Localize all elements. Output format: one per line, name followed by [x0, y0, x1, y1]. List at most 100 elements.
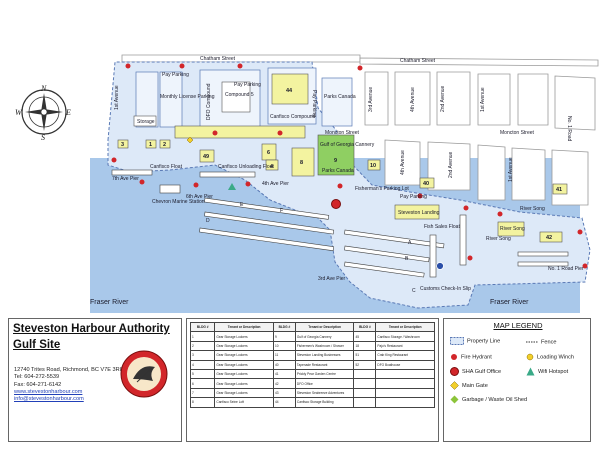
label-storage: Storage — [137, 119, 155, 125]
legend-title: MAP LEGEND — [493, 321, 543, 330]
table-cell — [375, 397, 435, 408]
sha-gulf-office-marker — [331, 199, 341, 209]
table-cell: DFO Office — [294, 378, 355, 389]
table-cell: Gear Storage Lockers — [214, 359, 274, 370]
label-river-song-a: River Song — [500, 226, 525, 232]
table-cell: Gear Storage Lockers — [214, 340, 274, 352]
label-float-f: F — [280, 208, 283, 214]
building-1 — [145, 139, 157, 149]
table-cell: Canfisco Storage Building — [294, 397, 355, 408]
main-gate-marker — [186, 136, 194, 144]
main-gate-icon — [450, 381, 459, 390]
label-canfisco-float: Canfisco Float — [150, 164, 183, 170]
table-cell: 51 — [353, 350, 377, 361]
street-moncton-west: Moncton Street — [325, 130, 360, 136]
table-cell — [353, 387, 377, 399]
table-cell: 5 — [189, 368, 216, 380]
label-fraser-river-east: Fraser River — [490, 299, 529, 306]
map-legend: MAP LEGEND Property Line Fence Fire Hydr… — [443, 318, 591, 442]
table-cell: Gear Storage Lockers — [214, 368, 274, 380]
label-chevron: Chevron Marine Station — [152, 199, 205, 205]
table-cell: Gear Storage Lockers — [214, 387, 274, 399]
legend-item-loading-winch: Loading Winch — [526, 353, 574, 361]
table-cell: 41 — [272, 368, 296, 380]
email-link[interactable]: info@stevestonharbour.com — [14, 396, 84, 403]
fire-hydrant-icon — [451, 354, 457, 360]
legend-item-sha-office: SHA Gulf Office — [450, 367, 501, 376]
table-cell: DFO Boathouse — [375, 359, 435, 370]
header-cell: Tenant or Description — [294, 321, 355, 333]
table-cell: Tapenade Restaurant — [294, 359, 355, 370]
fire-hydrants — [111, 63, 588, 269]
table-cell: Pajo's Restaurant — [375, 340, 435, 352]
label-fraser-river-west: Fraser River — [90, 299, 129, 306]
compass-west-label: W — [15, 108, 23, 117]
table-cell: Gulf of Georgia Cannery — [294, 331, 355, 342]
legend-item-fence: Fence — [526, 339, 557, 345]
label-canfisco-compound: Canfisco Compound — [270, 114, 316, 120]
street-fourth-ave: 4th Avenue — [410, 87, 416, 112]
legend-label: SHA Gulf Office — [462, 368, 502, 375]
bldg-num-9: 9 — [334, 158, 337, 164]
table-row: 3 Gear Storage Lockers 11 Steveston Land… — [189, 350, 435, 361]
table-cell: 10 — [272, 340, 296, 352]
street-third-ave: 3rd Avenue — [368, 87, 374, 112]
label-float-a: A — [408, 240, 412, 246]
telephone: Tel: 604-272-5539 — [14, 374, 60, 381]
legend-item-fire-hydrant: Fire Hydrant — [450, 353, 492, 361]
label-fish-sales: Fish Sales Float — [424, 224, 460, 230]
building-storage — [133, 115, 157, 127]
bldg-num-40: 40 — [423, 181, 429, 187]
website-link[interactable]: www.stevestonharbour.com — [14, 388, 83, 395]
building-44 — [271, 73, 309, 105]
legend-label: Loading Winch — [537, 354, 575, 361]
street-fourth-ave-b: 4th Avenue — [400, 150, 406, 175]
bldg-num-42: 42 — [546, 235, 552, 241]
table-cell: Fishermen's Washroom / Shower — [294, 340, 355, 352]
table-cell: Canfisco Seine Loft — [214, 397, 274, 408]
compass-rose — [21, 89, 67, 135]
table-cell: 3 — [189, 350, 216, 361]
label-monthly-license: Monthly License Parking — [160, 94, 215, 100]
header-cell: BLDG # — [189, 321, 216, 333]
table-cell: 18 — [353, 340, 377, 352]
street-chatham-west: Chatham Street — [200, 56, 236, 62]
label-pay-parking-vert: Pay Parking — [311, 90, 317, 117]
bldg-num-41: 41 — [556, 187, 562, 193]
label-dfo-compound: DFO Compound — [206, 83, 212, 120]
table-cell: Gear Storage Lockers — [214, 350, 274, 361]
building-gulf-cannery — [317, 134, 355, 176]
table-cell: Steveston Seabreeze Adventures — [294, 387, 355, 399]
legend-item-garbage: Garbage / Waste Oil Shed — [450, 395, 527, 404]
bldg-num-10: 10 — [370, 163, 376, 169]
bldg-num-6: 6 — [267, 150, 270, 156]
sha-office-icon — [450, 367, 459, 376]
compass-south-label: S — [41, 133, 45, 142]
table-cell: Crab King Restaurant — [375, 350, 435, 361]
label-fishermens-lot: Fisherman's Parking Lot — [355, 186, 409, 192]
label-no1-pier: No. 1 Road Pier — [548, 266, 584, 272]
building-8 — [291, 147, 315, 177]
table-cell: 44 — [272, 397, 296, 408]
bldg-num-1: 1 — [149, 142, 152, 148]
wifi-hotspot-marker — [228, 183, 236, 190]
legend-label: Fence — [541, 339, 557, 346]
address: 12740 Trites Road, Richmond, BC V7E 3R8 — [14, 367, 123, 373]
loading-winch-icon — [526, 353, 534, 361]
table-cell: 45 — [353, 331, 377, 342]
label-float-b: B — [405, 256, 409, 262]
building-river-song — [497, 221, 525, 237]
street-first-ave-b: 1st Avenue — [508, 157, 514, 182]
garbage-shed-icon — [450, 395, 459, 404]
table-cell: 43 — [272, 387, 296, 399]
label-third-ave-pier: 3rd Ave Pier — [318, 276, 345, 282]
table-row: 4 Gear Storage Lockers 40 Tapenade Resta… — [189, 359, 435, 370]
table-cell: Steveston Landing Businesses — [294, 350, 355, 361]
label-fourth-ave-pier: 4th Ave Pier — [262, 181, 289, 187]
legend-label: Fire Hydrant — [461, 354, 492, 361]
buildings — [117, 73, 568, 243]
table-cell: 9 — [272, 331, 296, 342]
building-42 — [539, 231, 563, 243]
table-cell: 2 — [189, 340, 216, 352]
table-cell — [375, 378, 435, 389]
